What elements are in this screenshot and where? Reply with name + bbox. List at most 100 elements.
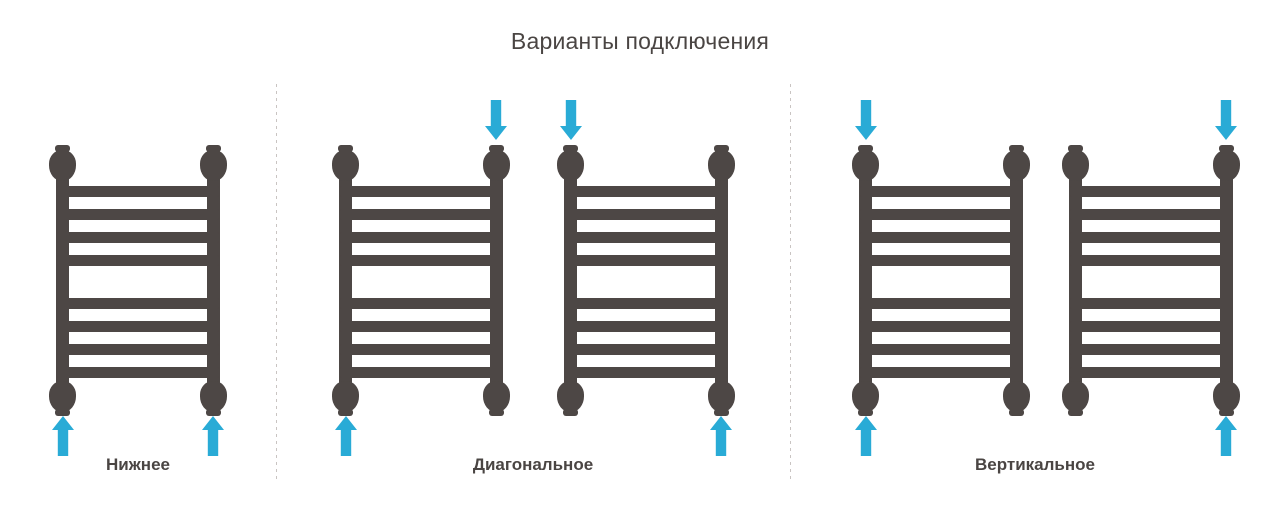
- radiator-post-left: [339, 162, 352, 400]
- radiator-post-left: [564, 162, 577, 400]
- radiator-fitting-bulb: [708, 150, 735, 181]
- radiator-fitting-collar: [1009, 145, 1024, 152]
- radiator-fitting-collar: [858, 409, 873, 416]
- radiator-rung: [1070, 255, 1232, 266]
- radiator-fitting-collar: [563, 409, 578, 416]
- radiator-rung: [57, 298, 219, 309]
- radiator-fitting-bulb: [708, 381, 735, 412]
- radiator-rung: [860, 321, 1022, 332]
- radiator-post-right: [1220, 162, 1233, 400]
- radiator-fitting-bulb: [49, 150, 76, 181]
- radiator-rung: [57, 255, 219, 266]
- radiator-rung: [860, 186, 1022, 197]
- group-vertical-connection: Вертикальное: [790, 90, 1280, 490]
- group-label-diagonal: Диагональное: [472, 455, 594, 474]
- radiator-fitting-bulb: [483, 150, 510, 181]
- radiator-rung: [340, 298, 502, 309]
- radiator-rung: [57, 344, 219, 355]
- radiator-fitting-collar: [55, 145, 70, 152]
- radiator-fitting-collar: [714, 409, 729, 416]
- outlet-arrow-bottom-left: [335, 416, 357, 456]
- radiator-fitting-collar: [1219, 409, 1234, 416]
- page-title: Варианты подключения: [510, 28, 770, 54]
- radiator-fitting-collar: [338, 409, 353, 416]
- group-separator-1: [276, 84, 277, 482]
- radiator-fitting-bulb: [200, 381, 227, 412]
- inlet-arrow-top-left: [855, 100, 877, 140]
- inlet-arrow-top-right: [485, 100, 507, 140]
- radiator-rung: [565, 209, 727, 220]
- radiator-rung: [1070, 344, 1232, 355]
- group-bottom-connection: Нижнее: [0, 90, 276, 490]
- radiator-post-right: [715, 162, 728, 400]
- radiator-rung: [860, 367, 1022, 378]
- radiator-post-right: [1010, 162, 1023, 400]
- group-label-vertical: Вертикальное: [975, 455, 1095, 474]
- radiator-post-left: [56, 162, 69, 400]
- radiator-rung: [340, 344, 502, 355]
- radiator-rung: [565, 298, 727, 309]
- radiator-rung: [57, 209, 219, 220]
- radiator-fitting-bulb: [49, 381, 76, 412]
- radiator-diagonal-1: [332, 100, 510, 456]
- radiator-rung: [57, 232, 219, 243]
- radiator-fitting-bulb: [557, 150, 584, 181]
- radiator-rung: [1070, 321, 1232, 332]
- radiator-fitting-bulb: [852, 381, 879, 412]
- radiator-post-right: [207, 162, 220, 400]
- radiator-rung: [340, 209, 502, 220]
- radiator-post-left: [859, 162, 872, 400]
- radiator-fitting-bulb: [557, 381, 584, 412]
- inlet-arrow-bottom-left: [52, 416, 74, 456]
- radiator-fitting-bulb: [1213, 150, 1240, 181]
- radiator-fitting-collar: [206, 145, 221, 152]
- radiator-rung: [1070, 209, 1232, 220]
- radiator-fitting-bulb: [1003, 150, 1030, 181]
- radiator-rung: [340, 232, 502, 243]
- group-label-bottom: Нижнее: [106, 455, 170, 474]
- radiator-rung: [860, 344, 1022, 355]
- radiator-fitting-collar: [1068, 409, 1083, 416]
- radiator-rung: [565, 232, 727, 243]
- radiator-rung: [340, 186, 502, 197]
- outlet-arrow-bottom-right: [710, 416, 732, 456]
- outlet-arrow-bottom-right: [202, 416, 224, 456]
- radiator-post-right: [490, 162, 503, 400]
- radiator-fitting-bulb: [1003, 381, 1030, 412]
- radiator-fitting-bulb: [483, 381, 510, 412]
- radiator-rung: [565, 255, 727, 266]
- radiator-rung: [340, 367, 502, 378]
- radiator-vertical-2: [1062, 100, 1240, 456]
- outlet-arrow-bottom-left: [855, 416, 877, 456]
- inlet-arrow-top-right: [1215, 100, 1237, 140]
- radiator-fitting-bulb: [852, 150, 879, 181]
- radiator-fitting-bulb: [1213, 381, 1240, 412]
- radiator-rung: [1070, 186, 1232, 197]
- radiator-rung: [565, 186, 727, 197]
- radiator-rung: [860, 209, 1022, 220]
- radiator-rung: [860, 298, 1022, 309]
- radiator-fitting-collar: [489, 145, 504, 152]
- radiator-rung: [57, 186, 219, 197]
- radiator-rung: [1070, 367, 1232, 378]
- radiator-fitting-collar: [563, 145, 578, 152]
- radiator-fitting-collar: [858, 145, 873, 152]
- radiator-fitting-bulb: [1062, 381, 1089, 412]
- radiator-fitting-bulb: [200, 150, 227, 181]
- radiator-rung: [565, 367, 727, 378]
- radiator-fitting-collar: [1068, 145, 1083, 152]
- radiator-rung: [1070, 232, 1232, 243]
- radiator-bottom-1: [49, 140, 227, 456]
- radiator-fitting-collar: [55, 409, 70, 416]
- radiator-rung: [565, 344, 727, 355]
- radiator-rung: [340, 321, 502, 332]
- radiator-fitting-collar: [489, 409, 504, 416]
- outlet-arrow-bottom-right: [1215, 416, 1237, 456]
- radiator-post-left: [1069, 162, 1082, 400]
- radiator-fitting-collar: [714, 145, 729, 152]
- radiator-fitting-collar: [1219, 145, 1234, 152]
- group-diagonal-connection: Диагональное: [276, 90, 790, 490]
- radiator-fitting-collar: [338, 145, 353, 152]
- radiator-fitting-collar: [1009, 409, 1024, 416]
